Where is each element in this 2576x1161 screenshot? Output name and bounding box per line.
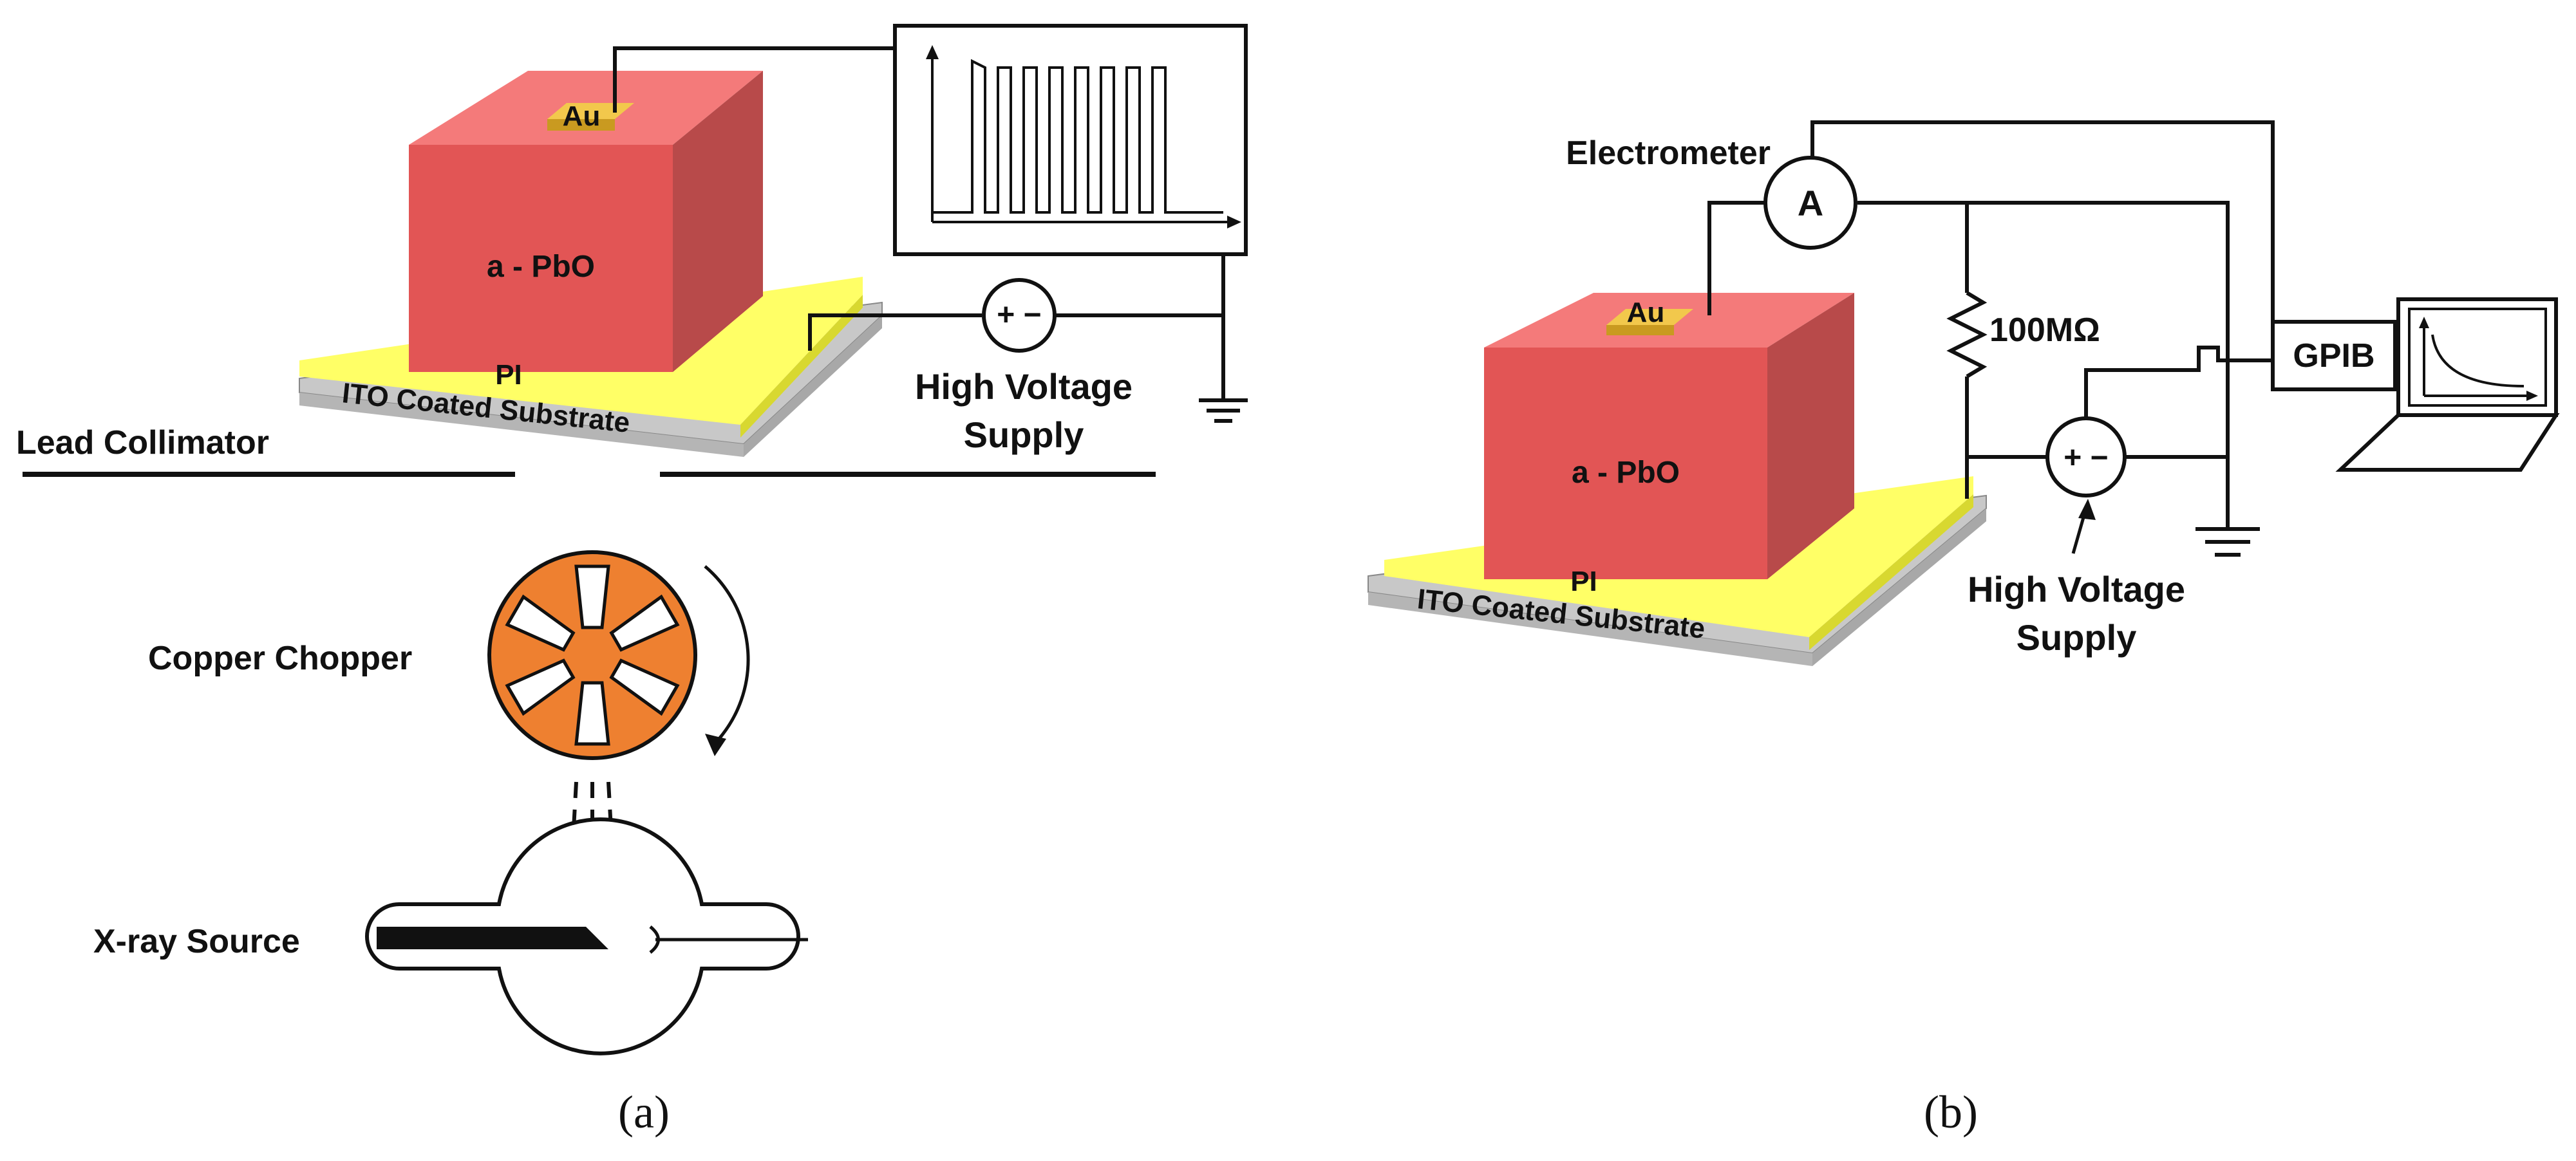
chopper-windows [505, 564, 680, 746]
xray-beam [569, 781, 616, 876]
ito-substrate-front [299, 393, 744, 457]
rotation-arrow [704, 565, 750, 741]
laptop-graph-y-arrow [2419, 317, 2429, 328]
au-label-b: Au [1627, 297, 1665, 328]
collimator-label: Lead Collimator [16, 424, 269, 461]
laptop-base [2335, 413, 2560, 472]
resistor-label: 100MΩ [1989, 311, 2100, 349]
ito-substrate-b-front [1368, 592, 1812, 666]
hv-supply-label-1: High Voltage [915, 366, 1133, 407]
chopper-label: Copper Chopper [148, 640, 412, 677]
laptop-screen-inner [2408, 308, 2547, 407]
scope-axes [931, 51, 1236, 223]
hv-supply-b-label-2: Supply [2017, 617, 2137, 658]
au-to-electrometer [1707, 201, 1764, 315]
pi-label: PI [495, 359, 522, 391]
au-label: Au [563, 100, 601, 132]
laptop-graph [2423, 322, 2534, 397]
electrometer-to-gpib [1810, 120, 2275, 341]
scope-y-arrow [926, 45, 939, 59]
resistor-zigzag [1946, 291, 1988, 378]
pbo-cube-b-side [1767, 293, 1854, 579]
xray-anode [377, 927, 608, 949]
panel-b: Au a - PbO PI ITO Coated Substrate A Ele… [1368, 120, 2560, 1138]
pbo-cube-side [673, 71, 763, 372]
electrometer-label: Electrometer [1566, 135, 1771, 172]
pi-layer-b-side [1809, 494, 1973, 650]
hv-supply-b-symbol [2045, 416, 2127, 497]
scope-pulse-trace [932, 59, 1223, 214]
ito-substrate-side [744, 315, 882, 457]
rotation-arrowhead [705, 734, 726, 756]
oscilloscope-box [893, 24, 1248, 256]
hv-pointer-arrowhead [2078, 499, 2096, 520]
caption-a: (a) [618, 1086, 670, 1138]
pbo-cube-b-front [1484, 348, 1767, 579]
xray-source-label: X-ray Source [93, 923, 300, 960]
pbo-label: a - PbO [487, 250, 595, 284]
hv-supply-symbol [982, 278, 1057, 353]
panel-a: Au a - PbO PI ITO Coated Substrate + − H… [16, 24, 1248, 1138]
au-electrode-b-front [1606, 325, 1674, 335]
hv-supply-b-polarity: + − [2064, 441, 2108, 475]
hv-supply-b-label-1: High Voltage [1968, 569, 2185, 609]
pbo-label-b: a - PbO [1572, 456, 1680, 490]
pi-layer-side [740, 295, 863, 438]
xray-cathode [649, 925, 808, 954]
pi-label-b: PI [1570, 566, 1597, 597]
bias-wire [808, 313, 982, 351]
ito-substrate-b-side [1812, 508, 1986, 666]
hv-supply-label-2: Supply [964, 414, 1084, 455]
hv-to-gpib [2084, 346, 2273, 418]
au-electrode-b [1606, 309, 1693, 325]
au-electrode [547, 103, 634, 119]
electrometer-right [1857, 201, 2230, 528]
au-electrode-front [547, 119, 615, 131]
copper-chopper [487, 550, 697, 760]
pbo-cube-front [409, 145, 673, 372]
hv-supply-polarity: + − [997, 298, 1041, 332]
scope-x-arrow [1227, 216, 1241, 228]
caption-b: (b) [1924, 1086, 1978, 1138]
gpib-label: GPIB [2293, 337, 2374, 375]
laptop-graph-x-arrow [2526, 391, 2538, 401]
au-wire [613, 46, 895, 113]
electrometer-symbol [1763, 156, 1857, 250]
electrometer-symbol-text: A [1798, 183, 1823, 223]
